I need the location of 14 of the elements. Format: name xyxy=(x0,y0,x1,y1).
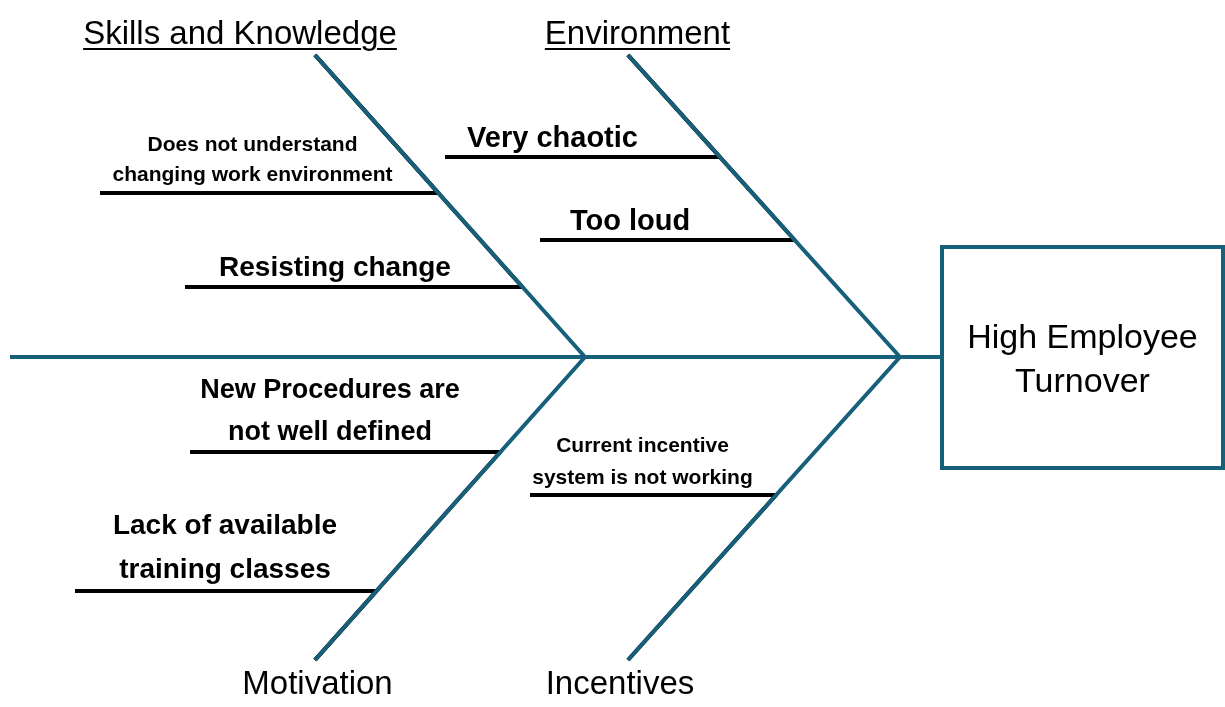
cause-label: New Procedures are not well defined xyxy=(190,368,470,452)
cause-label: Resisting change xyxy=(185,247,485,287)
cause-label: Lack of available training classes xyxy=(75,503,375,591)
cause-label: Does not understand changing work environment xyxy=(100,129,405,193)
category-label: Skills and Knowledge xyxy=(50,10,430,55)
category-label: Environment xyxy=(520,10,755,55)
category-label: Incentives xyxy=(510,660,730,705)
cause-label: Current incentive system is not working xyxy=(530,429,755,495)
category-label: Motivation xyxy=(200,660,435,705)
bone-line xyxy=(626,355,940,662)
effect-box xyxy=(940,245,1225,470)
cause-label: Too loud xyxy=(540,200,720,240)
cause-label: Very chaotic xyxy=(445,117,660,157)
effect-text: High Employee Turnover xyxy=(966,315,1199,401)
